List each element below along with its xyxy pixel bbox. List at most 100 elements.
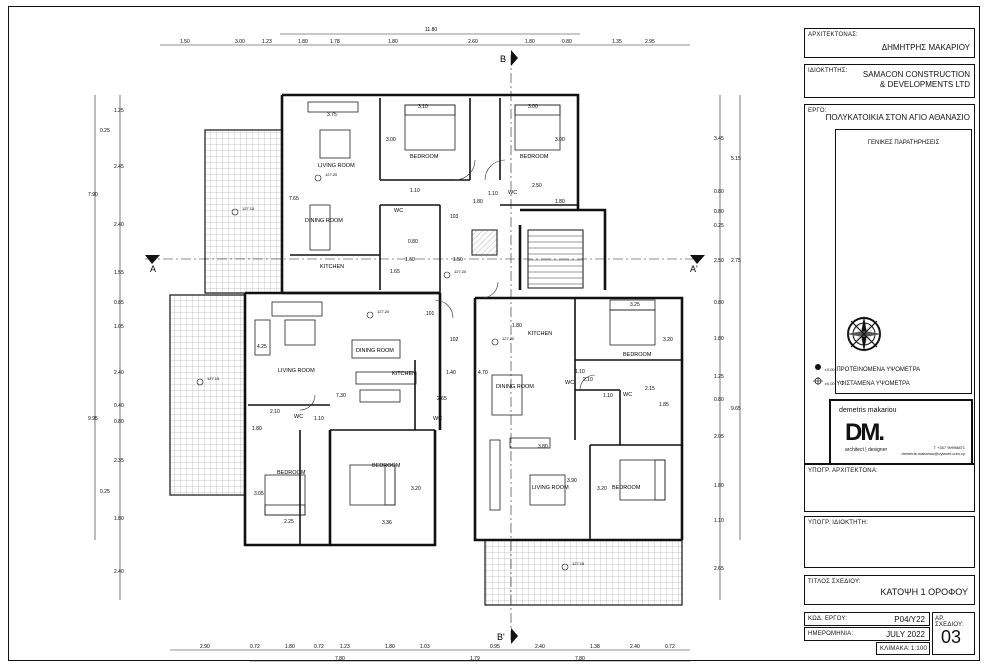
svg-text:2.40: 2.40 xyxy=(114,370,124,376)
room-label: WC xyxy=(394,208,403,214)
svg-text:2.65: 2.65 xyxy=(714,566,724,572)
room-labels: LIVING ROOM BEDROOM BEDROOM DINING ROOM … xyxy=(277,154,652,491)
left-dimension-lines xyxy=(94,95,121,600)
svg-text:0.72: 0.72 xyxy=(314,644,324,650)
svg-text:1.40: 1.40 xyxy=(446,370,456,376)
sheet-number-box: ΑΡ. ΣΧΕΔΙΟΥ: 03 xyxy=(932,612,975,655)
svg-text:1.80: 1.80 xyxy=(298,39,308,45)
svg-text:0.25: 0.25 xyxy=(100,128,110,134)
bottom-dimension-labels: 2.90 0.72 1.80 0.72 1.23 1.80 1.03 0.95 … xyxy=(200,644,675,662)
svg-text:2.45: 2.45 xyxy=(114,164,124,170)
svg-text:7.80: 7.80 xyxy=(575,656,585,662)
svg-text:2.40: 2.40 xyxy=(630,644,640,650)
svg-text:2.05: 2.05 xyxy=(714,434,724,440)
svg-text:1.80: 1.80 xyxy=(388,39,398,45)
svg-text:1.10: 1.10 xyxy=(314,416,324,422)
bottom-dimension-lines xyxy=(170,649,690,662)
scale-box: ΚΛΙΜΑΚΑ: 1:100 xyxy=(876,642,930,655)
room-label: BEDROOM xyxy=(612,485,641,491)
date-box: ΗΜΕΡΟΜΗΝΙΑ: JULY 2022 xyxy=(804,627,930,641)
svg-text:1.79: 1.79 xyxy=(470,656,480,662)
svg-text:9.95: 9.95 xyxy=(88,416,98,422)
balcony-top-left xyxy=(204,129,283,294)
owner-sign-label: ΥΠΟΓΡ. ΙΔΙΟΚΤΗΤΗ: xyxy=(808,520,868,526)
right-dimension-labels: 3.45 5.15 0.80 0.80 0.25 2.50 2.75 0.80 … xyxy=(714,136,741,572)
architect-box: ΑΡΧΙΤΕΚΤΟΝΑΣ: ΔΗΜΗΤΡΗΣ ΜΑΚΑΡΙΟΥ xyxy=(804,28,975,58)
svg-text:0.25: 0.25 xyxy=(714,223,724,229)
furniture xyxy=(254,101,666,516)
level-markers: 127.20 127.15 127.20 127.20 127.15 127.2… xyxy=(196,172,585,571)
firm-contact: T +357 99998871 demetris.makariou@cytane… xyxy=(901,445,965,457)
svg-text:127.15: 127.15 xyxy=(207,376,220,381)
svg-text:2.60: 2.60 xyxy=(468,39,478,45)
svg-text:127.20: 127.20 xyxy=(502,336,515,341)
room-label: WC xyxy=(294,414,303,420)
lift-shaft xyxy=(471,229,498,256)
firm-phone: T +357 99998871 xyxy=(933,445,965,450)
architect-signature-box: ΥΠΟΓΡ. ΑΡΧΙΤΕΚΤΟΝΑ: xyxy=(804,464,975,512)
svg-text:3.80: 3.80 xyxy=(538,444,548,450)
svg-text:0.80: 0.80 xyxy=(114,419,124,425)
svg-text:0.80: 0.80 xyxy=(714,189,724,195)
level-existing-icon xyxy=(813,377,823,385)
svg-text:3.20: 3.20 xyxy=(663,337,673,343)
svg-text:2.35: 2.35 xyxy=(114,458,124,464)
svg-text:1.80: 1.80 xyxy=(473,199,483,205)
scale-value: 1:100 xyxy=(911,646,928,652)
svg-text:3.20: 3.20 xyxy=(411,486,421,492)
svg-text:101: 101 xyxy=(426,311,435,317)
scale-label: ΚΛΙΜΑΚΑ: xyxy=(880,646,910,652)
svg-text:1.80: 1.80 xyxy=(714,336,724,342)
svg-text:3.00: 3.00 xyxy=(528,104,538,110)
svg-text:5.15: 5.15 xyxy=(731,156,741,162)
date-value: JULY 2022 xyxy=(886,630,925,639)
svg-text:0.80: 0.80 xyxy=(562,39,572,45)
svg-text:3.75: 3.75 xyxy=(327,112,337,118)
room-label: DINING ROOM xyxy=(305,218,343,224)
svg-text:127.20: 127.20 xyxy=(454,269,467,274)
svg-text:3.36: 3.36 xyxy=(382,520,392,526)
svg-text:2.40: 2.40 xyxy=(114,222,124,228)
legend-proposed: ±0.00 ΠΡΟΤΕΙΝΟΜΕΝΑ ΥΨΟΜΕΤΡΑ xyxy=(813,363,920,373)
svg-text:3.00: 3.00 xyxy=(555,137,565,143)
north-compass-icon xyxy=(846,316,882,352)
drawing-title: ΚΑΤΟΨΗ 1 ΟΡΟΦΟΥ xyxy=(880,587,968,597)
section-mark-a-prime: A' xyxy=(690,264,698,274)
svg-text:102: 102 xyxy=(450,337,459,343)
svg-text:4.70: 4.70 xyxy=(478,370,488,376)
sheet-number: 03 xyxy=(941,627,962,647)
project-name: ΠΟΛΥΚΑΤΟΙΚΙΑ ΣΤΟΝ ΑΓΙΟ ΑΘΑΝΑΣΙΟ xyxy=(825,113,970,122)
firm-tagline: architect | designer xyxy=(845,447,888,453)
project-box: ΕΡΓΟ: ΠΟΛΥΚΑΤΟΙΚΙΑ ΣΤΟΝ ΑΓΙΟ ΑΘΑΝΑΣΙΟ ΓΕ… xyxy=(804,104,975,465)
room-label: DINING ROOM xyxy=(356,348,394,354)
svg-text:1.05: 1.05 xyxy=(114,324,124,330)
svg-text:0.80: 0.80 xyxy=(714,209,724,215)
room-label: LIVING ROOM xyxy=(318,163,355,169)
svg-text:4.25: 4.25 xyxy=(257,344,267,350)
owner-line1: SAMACON CONSTRUCTION xyxy=(862,70,970,79)
architect-sign-label: ΥΠΟΓΡ. ΑΡΧΙΤΕΚΤΟΝΑ: xyxy=(808,468,878,474)
interior-walls xyxy=(248,98,682,545)
svg-text:1.80: 1.80 xyxy=(525,39,535,45)
svg-text:9.65: 9.65 xyxy=(731,406,741,412)
svg-text:7.90: 7.90 xyxy=(88,192,98,198)
room-label: DINING ROOM xyxy=(496,384,534,390)
room-label: BEDROOM xyxy=(372,463,401,469)
svg-text:2.50: 2.50 xyxy=(532,183,542,189)
section-mark-b-prime: B' xyxy=(497,632,505,642)
right-dimension-lines xyxy=(719,95,741,600)
room-label: WC xyxy=(565,380,574,386)
firm-email: demetris.makariou@cytanet.com.cy xyxy=(901,451,965,456)
balcony-bottom-right xyxy=(484,539,683,606)
owner-box: ΙΔΙΟΚΤΗΤΗΣ: SAMACON CONSTRUCTION & DEVEL… xyxy=(804,64,975,98)
section-mark-a: A xyxy=(150,264,156,274)
room-label: LIVING ROOM xyxy=(532,485,569,491)
left-dimension-labels: 1.25 0.25 2.45 2.40 1.55 0.85 1.05 2.40 … xyxy=(88,108,124,575)
svg-text:2.50: 2.50 xyxy=(714,258,724,264)
svg-text:3.45: 3.45 xyxy=(714,136,724,142)
svg-text:1.23: 1.23 xyxy=(262,39,272,45)
title-block: ΑΡΧΙΤΕΚΤΟΝΑΣ: ΔΗΜΗΤΡΗΣ ΜΑΚΑΡΙΟΥ ΙΔΙΟΚΤΗΤ… xyxy=(804,28,975,658)
staircase xyxy=(527,229,584,289)
svg-text:2.15: 2.15 xyxy=(645,386,655,392)
project-code-label: ΚΩΔ. ΕΡΓΟΥ: xyxy=(808,616,848,622)
